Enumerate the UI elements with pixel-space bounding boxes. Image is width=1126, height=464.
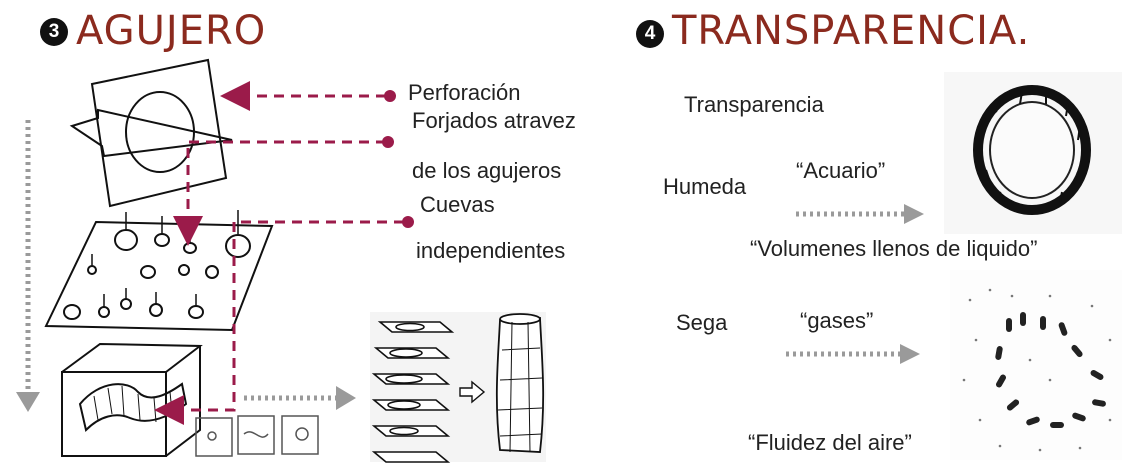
label-perforacion: Perforación xyxy=(408,80,521,105)
label-forjados-line1: Forjados atravez xyxy=(412,108,576,133)
cube-tunnel-sketch xyxy=(61,342,203,457)
perforation-sketch xyxy=(69,58,233,208)
section-4-number: 4 xyxy=(644,23,656,44)
connector-cuevas xyxy=(154,220,404,425)
label-cuevas-line1: Cuevas xyxy=(420,192,495,217)
stacked-slabs-image xyxy=(370,312,546,463)
aquarium-ring-image xyxy=(944,72,1122,234)
dotted-arrows xyxy=(25,120,904,401)
label-acuario: “Acuario” xyxy=(796,158,886,183)
section-4-number-badge: 4 xyxy=(636,20,664,48)
section-4-title: TRANSPARENCIA. xyxy=(672,8,1031,54)
dashed-connectors xyxy=(154,81,404,425)
perforated-slab-sketch xyxy=(44,210,274,332)
section-3-title: AGUJERO xyxy=(76,8,267,54)
scattered-capsules-image xyxy=(950,270,1122,460)
label-volumenes: “Volumenes llenos de liquido” xyxy=(750,236,1038,261)
label-forjados-line2: de los agujeros xyxy=(412,158,562,183)
connector-dots xyxy=(382,90,414,228)
label-sega: Sega xyxy=(676,310,728,335)
arrow-sega-head xyxy=(900,344,920,364)
section-3-number: 3 xyxy=(48,21,60,42)
label-fluidez: “Fluidez del aire” xyxy=(748,430,912,455)
connector-forjados xyxy=(173,140,386,246)
arrow-left-down-head xyxy=(16,392,40,412)
label-transparencia: Transparencia xyxy=(684,92,824,117)
label-gases: “gases” xyxy=(800,308,874,333)
label-cuevas-line2: independientes xyxy=(416,238,566,263)
arrow-humeda-head xyxy=(904,204,924,224)
arrow-to-stacks-head xyxy=(336,386,356,410)
section-squares-sketch xyxy=(195,415,319,457)
label-humeda: Humeda xyxy=(663,174,747,199)
section-3-number-badge: 3 xyxy=(40,18,68,46)
